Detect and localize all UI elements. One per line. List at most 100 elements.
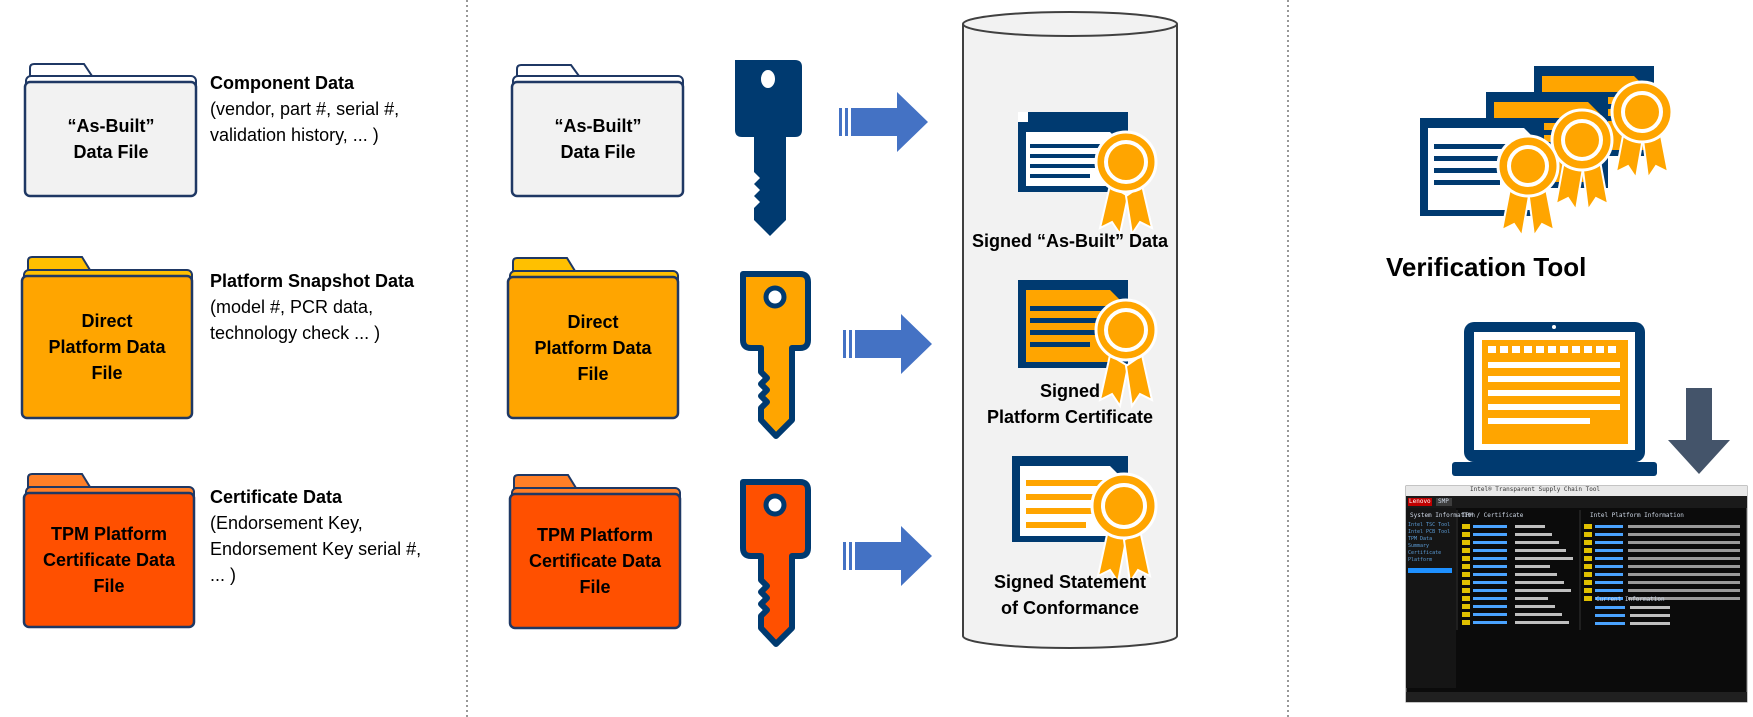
folder-label-line: Certificate Data [42,550,176,570]
screenshot-middle-panel-title: TPM / Certificate [1462,512,1524,519]
screenshot-left-panel-title: System Information [1410,512,1476,519]
screenshot-row-label [1473,573,1507,576]
tool-screenshot-rows [1462,524,1740,625]
folder-label-line: File [91,363,123,383]
screenshot-row-label [1595,581,1623,584]
screenshot-row-value [1515,581,1564,584]
component-data-description: Component Data (vendor, part #, serial #… [210,70,399,148]
folder-label-line: File [93,576,125,596]
screenshot-row-label [1595,525,1623,528]
description-line: Endorsement Key serial #, [210,539,422,559]
screenshot-row-value [1628,581,1740,584]
screenshot-row-label [1473,565,1507,568]
screenshot-row-label [1595,549,1623,552]
screenshot-row-value [1515,621,1569,624]
key-icon [740,271,811,439]
screenshot-row-value [1630,622,1670,625]
caption-line: Signed Statement [993,572,1147,592]
screenshot-side-menu-item: Intel TSC Tool [1408,522,1451,528]
screenshot-row-value [1628,573,1740,576]
arrow-icon [839,92,928,152]
key-icon [735,60,802,236]
screenshot-row-tag [1584,564,1592,569]
signed-platform-certificate-caption: Signed Platform Certificate [963,378,1177,430]
screenshot-row-value [1628,597,1740,600]
screenshot-row-label [1595,597,1623,600]
description-line: (model #, PCR data, [210,297,374,317]
description-line: (vendor, part #, serial #, [210,99,400,119]
screenshot-row-value [1515,573,1557,576]
description-line: validation history, ... ) [210,125,379,145]
folder-icon [506,257,680,420]
folder-label-line: “As-Built” [67,116,155,136]
screenshot-row-tag [1462,588,1470,593]
screenshot-right-panel-title: Intel Platform Information [1590,512,1684,519]
screenshot-row-value [1628,525,1740,528]
certificate-icon [1018,112,1158,237]
screenshot-side-menu-item: Certificate [1408,550,1442,556]
screenshot-row-label [1595,589,1623,592]
screenshot-row-tag [1462,532,1470,537]
screenshot-side-menu-item: Summary [1408,543,1430,549]
screenshot-tab: SMP [1438,498,1449,505]
screenshot-row-tag [1584,596,1592,601]
screenshot-row-label [1473,541,1507,544]
screenshot-row-tag [1584,572,1592,577]
screenshot-row-label [1473,597,1507,600]
tpm-certificate-folder-label: TPM Platform Certificate Data File [24,495,194,625]
screenshot-row-tag [1462,596,1470,601]
screenshot-row-label [1473,605,1507,608]
folder-label-line: Data File [560,142,636,162]
folder-label-line: Platform Data [534,338,652,358]
caption-line: Signed [1039,381,1100,401]
screenshot-row-value [1515,565,1550,568]
screenshot-right-panel-subtitle: Current Information [1596,596,1665,603]
description-line: (Endorsement Key, [210,513,363,533]
screenshot-row-value [1515,589,1571,592]
screenshot-row-value [1630,614,1670,617]
certificate-stack-icon [1420,66,1674,239]
direct-platform-folder-label: Direct Platform Data File [22,278,192,416]
certificate-icon [1018,280,1158,409]
key-icon [740,479,811,647]
screenshot-row-tag [1584,588,1592,593]
screenshot-row-tag [1462,612,1470,617]
folder-label-line: TPM Platform [536,525,653,545]
screenshot-row-value [1628,533,1740,536]
screenshot-row-tag [1584,524,1592,529]
screenshot-row-tag [1584,580,1592,585]
tool-screenshot [1405,485,1748,703]
screenshot-row-tag [1462,548,1470,553]
description-heading: Platform Snapshot Data [210,271,415,291]
as-built-folder-label: “As-Built” Data File [26,84,196,194]
folder-icon [510,64,685,198]
screenshot-row-label [1595,541,1623,544]
screenshot-row-tag [1584,540,1592,545]
direct-platform-folder-label: Direct Platform Data File [508,279,678,417]
folder-label-line: “As-Built” [554,116,642,136]
folder-icon [508,474,682,630]
screenshot-row-value [1628,557,1740,560]
screenshot-row-tag [1462,540,1470,545]
screenshot-row-label [1473,581,1507,584]
laptop-icon [1452,322,1657,476]
verification-tool-title: Verification Tool [1386,252,1587,282]
folder-label-line: File [579,577,611,597]
screenshot-row-tag [1462,524,1470,529]
screenshot-row-label [1595,557,1623,560]
folder-icon [20,256,194,420]
screenshot-row-tag [1584,532,1592,537]
screenshot-row-value [1628,589,1740,592]
signed-statement-caption: Signed Statement of Conformance [963,569,1177,621]
screenshot-row-label [1473,533,1507,536]
screenshot-row-value [1515,533,1552,536]
screenshot-row-tag [1462,580,1470,585]
screenshot-row-value [1515,605,1555,608]
screenshot-row-value [1515,597,1548,600]
folder-label-line: Platform Data [48,337,166,357]
screenshot-row-value [1628,541,1740,544]
screenshot-row-label [1473,613,1507,616]
screenshot-row-label [1473,589,1507,592]
screenshot-row-label [1595,573,1623,576]
screenshot-row-tag [1462,620,1470,625]
